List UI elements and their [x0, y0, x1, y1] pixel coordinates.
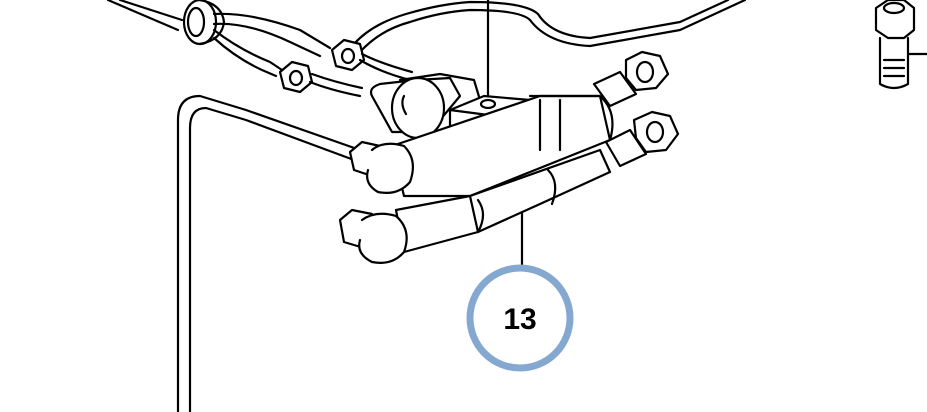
nut-fitting-a [330, 38, 366, 72]
upper-left-tube [106, 0, 184, 32]
callout-13: 13 [466, 264, 574, 372]
valve-block-lower [394, 148, 612, 254]
right-fitting-upper [592, 50, 670, 108]
callout-13-label: 13 [503, 303, 536, 336]
bolt [874, 0, 927, 90]
right-fitting-lower [604, 110, 680, 168]
grommet [182, 0, 226, 46]
left-long-pipe [176, 94, 362, 412]
nut-fitting-b [278, 60, 314, 94]
grommet-lines [212, 12, 332, 78]
valve-solenoid [369, 72, 482, 140]
elbow-fitting-lower [338, 208, 408, 264]
top-loop-line [352, 0, 747, 54]
elbow-fitting-upper [348, 140, 415, 194]
callout-13-ring [466, 264, 574, 372]
